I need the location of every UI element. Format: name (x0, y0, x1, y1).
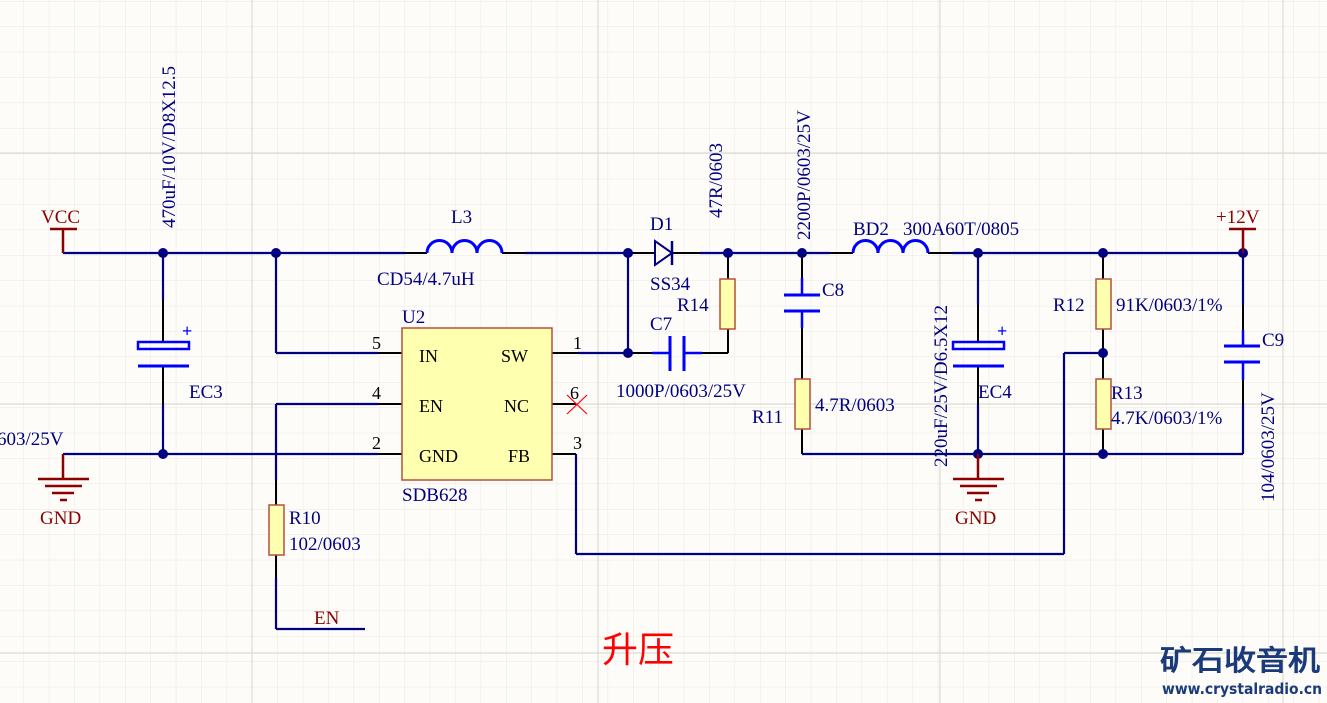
plus-icon: + (997, 321, 1007, 341)
r11-ref: R11 (752, 407, 783, 428)
capacitor-c9[interactable]: C9 104/0603/25V (1224, 330, 1284, 502)
pin-num: 3 (573, 433, 582, 453)
pin-num: 1 (573, 333, 582, 353)
pin-name: FB (508, 446, 530, 466)
pin-num: 5 (372, 333, 381, 353)
d1-ref: D1 (650, 214, 673, 235)
resistor-r12[interactable]: R12 91K/0603/1% (1053, 278, 1223, 330)
r12-ref: R12 (1053, 295, 1085, 316)
ec4-ref: EC4 (978, 382, 1012, 403)
ec3-ref: EC3 (189, 382, 223, 403)
inductor-l3[interactable]: L3 CD54/4.7uH (377, 207, 504, 290)
pin-name: NC (504, 396, 529, 416)
ferrite-bd2[interactable]: BD2 300A60T/0805 (851, 219, 1019, 254)
junctions (158, 248, 1248, 459)
r14-ref: R14 (677, 295, 709, 316)
junction (271, 248, 281, 258)
resistor-r11[interactable]: R11 4.7R/0603 (752, 378, 895, 430)
l3-ref: L3 (451, 207, 472, 228)
l3-value: CD54/4.7uH (377, 269, 475, 290)
ic-part: SDB628 (402, 485, 467, 506)
r13-body (1095, 378, 1112, 430)
gnd-port-right[interactable]: GND (953, 454, 1004, 529)
c8-value: 2200P/0603/25V (794, 110, 815, 240)
en-net-label: EN (314, 608, 340, 629)
ec4-value: 220uF/25V/D6.5X12 (931, 305, 952, 467)
pin-name: EN (419, 396, 443, 416)
junction (623, 248, 633, 258)
inductor-coil-icon (425, 239, 504, 254)
junction (158, 449, 168, 459)
junction (1098, 348, 1108, 358)
capacitor-ec4[interactable]: + EC4 220uF/25V/D6.5X12 (931, 305, 1012, 467)
net-port-en[interactable]: EN (314, 608, 340, 629)
r11-body (794, 378, 811, 430)
r13-value: 4.7K/0603/1% (1111, 408, 1223, 429)
watermark-name: 矿石收音机 (1160, 644, 1320, 677)
junction (158, 248, 168, 258)
ic-body (401, 327, 553, 481)
pin-name: IN (419, 346, 438, 366)
bd2-value: 300A60T/0805 (903, 219, 1019, 240)
pin-num: 4 (372, 383, 381, 403)
capacitor-ec3[interactable]: + EC3 470uF/10V/D8X12.5 (136, 66, 223, 403)
r12-value: 91K/0603/1% (1116, 295, 1223, 316)
r14-body (719, 278, 736, 330)
ec3-value: 470uF/10V/D8X12.5 (159, 66, 180, 228)
gnd-label-right: GND (955, 508, 996, 529)
diode-d1[interactable]: D1 SS34 (650, 214, 691, 295)
d1-value: SS34 (650, 274, 691, 295)
plus12v-label: +12V (1216, 207, 1260, 228)
ferrite-coil-icon (851, 239, 930, 254)
ec4-plate-positive (951, 340, 1006, 351)
left-cap-value-partial: 603/25V (0, 429, 64, 450)
c9-value: 104/0603/25V (1258, 392, 1279, 502)
capacitor-c7[interactable]: C7 1000P/0603/25V (616, 314, 746, 402)
junction (973, 248, 983, 258)
r14-value: 47R/0603 (706, 143, 727, 218)
r12-body (1095, 278, 1112, 330)
resistor-r10[interactable]: R10 102/0603 (268, 504, 361, 556)
junction (623, 348, 633, 358)
junction (1098, 248, 1108, 258)
r10-value: 102/0603 (289, 534, 361, 555)
power-port-vcc[interactable]: VCC (41, 207, 80, 253)
capacitor-c8[interactable]: C8 2200P/0603/25V (784, 110, 844, 328)
vcc-label: VCC (41, 207, 80, 228)
ec3-plate-positive (136, 340, 191, 351)
resistor-r14[interactable]: R14 47R/0603 (677, 143, 736, 330)
plus-icon: + (182, 321, 192, 341)
bd2-ref: BD2 (853, 219, 889, 240)
watermark-url: www.crystalradio.cn (1162, 680, 1322, 698)
gnd-port-left[interactable]: GND (38, 454, 89, 529)
junction (797, 248, 807, 258)
c9-ref: C9 (1262, 330, 1284, 351)
schematic-title: 升压 (602, 630, 674, 671)
ic-u2[interactable]: U2 SDB628 5 IN 4 EN 2 GND 1 SW 6 NC 3 FB (372, 307, 588, 506)
diode-icon (654, 239, 674, 267)
c7-ref: C7 (650, 314, 672, 335)
pin-num: 2 (372, 433, 381, 453)
power-port-12v[interactable]: +12V (1216, 207, 1260, 253)
r10-ref: R10 (289, 508, 321, 529)
watermark-logo: 矿石收音机 www.crystalradio.cn (1160, 644, 1322, 698)
no-connect-icon (566, 394, 588, 415)
pin-num: 6 (570, 383, 579, 403)
c8-ref: C8 (822, 280, 844, 301)
junction (723, 248, 733, 258)
pin-name: SW (501, 346, 528, 366)
c7-value: 1000P/0603/25V (616, 381, 746, 402)
r11-value: 4.7R/0603 (815, 395, 895, 416)
ic-ref: U2 (402, 307, 425, 328)
pin-name: GND (419, 446, 458, 466)
wires (63, 251, 1245, 631)
junction (1098, 449, 1108, 459)
r13-ref: R13 (1111, 383, 1143, 404)
resistor-r13[interactable]: R13 4.7K/0603/1% (1095, 378, 1223, 430)
r10-body (268, 504, 285, 556)
gnd-label-left: GND (40, 508, 81, 529)
